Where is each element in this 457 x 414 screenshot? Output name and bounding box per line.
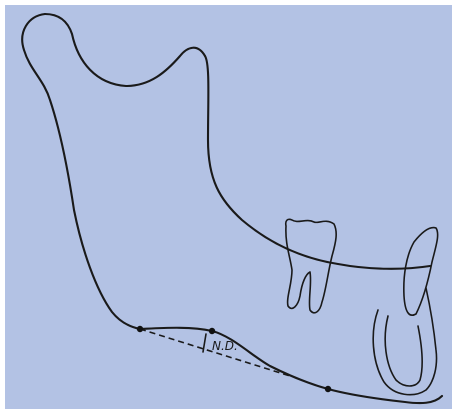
landmark-point-2: [209, 328, 215, 334]
landmark-point-1: [137, 326, 143, 332]
symphysis-inner: [385, 316, 422, 386]
anterior-ramus-border: [205, 56, 430, 269]
molar-tooth: [286, 219, 336, 312]
incisor-tooth: [404, 228, 438, 316]
landmark-point-3: [325, 386, 331, 392]
sigmoid-notch: [45, 14, 205, 86]
notch-depth-mark: [203, 334, 206, 352]
notch-depth-label: N.D.: [212, 339, 238, 353]
